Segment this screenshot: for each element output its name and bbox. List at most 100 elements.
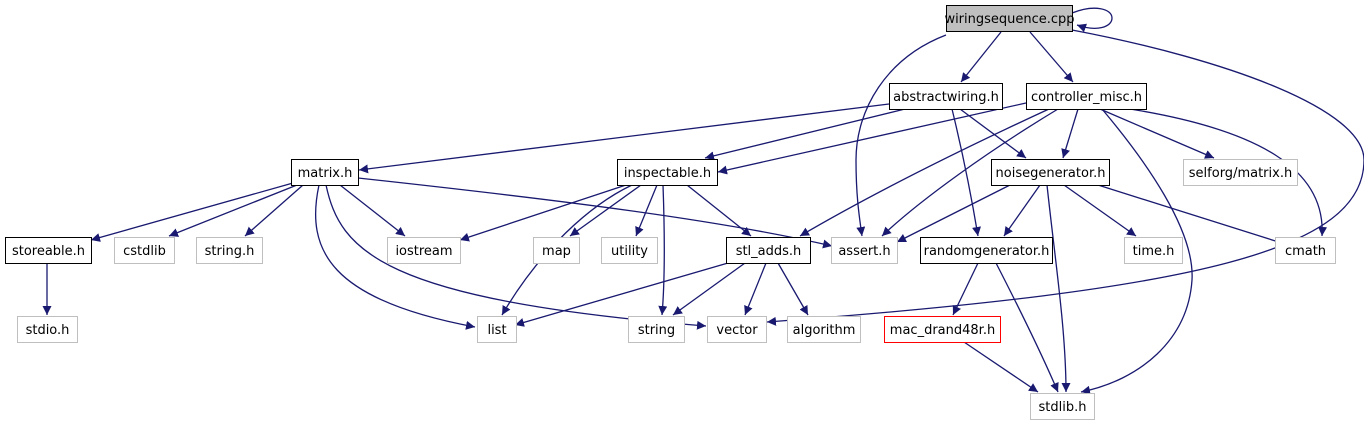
node-label: assert.h (838, 244, 890, 259)
edge-abstractwiring_h-to-noisegenerator_h (959, 108, 1027, 159)
node-cstdlib: cstdlib (114, 237, 175, 264)
node-label: map (542, 244, 571, 259)
edge-controller_misc_h-to-noisegenerator_h (1061, 108, 1079, 159)
node-cmath: cmath (1275, 237, 1336, 264)
node-label: string.h (205, 244, 255, 259)
edge-noisegenerator_h-to-stdlib_h (1046, 184, 1071, 393)
node-box (196, 237, 263, 264)
node-box (991, 159, 1110, 186)
node-string: string (628, 316, 685, 343)
node-label: stl_adds.h (736, 244, 802, 259)
edge-matrix_h-to-vector (325, 184, 707, 330)
node-map: map (533, 237, 580, 264)
node-label: stdio.h (26, 323, 70, 338)
edge-stl_adds_h-to-string (672, 262, 746, 316)
edge-matrix_h-to-assert_h (357, 177, 833, 249)
node-label: inspectable.h (624, 166, 711, 181)
node-box (5, 237, 92, 264)
node-mac-drand48r-h: mac_drand48r.h (884, 316, 1001, 343)
edge-stl_adds_h-to-algorithm (777, 262, 809, 316)
edge-matrix_h-to-cstdlib (168, 184, 298, 237)
node-label: storeable.h (12, 244, 85, 259)
node-label: randomgenerator.h (924, 244, 1050, 259)
node-box (1124, 237, 1183, 264)
node-label: cstdlib (123, 244, 166, 259)
edge-noisegenerator_h-to-cmath (1097, 184, 1286, 246)
node-box (946, 5, 1073, 32)
edge-inspectable_h-to-utility (635, 184, 658, 237)
edge-noisegenerator_h-to-time_h (1063, 184, 1137, 237)
node-vector: vector (707, 316, 767, 343)
node-label: vector (716, 323, 758, 338)
edge-wiringsequence_cpp-to-assert_h (855, 34, 947, 237)
edge-randomgenerator_h-to-stdlib_h (995, 262, 1059, 393)
edge-controller_misc_h-to-cmath (1129, 108, 1328, 237)
node-label: algorithm (793, 323, 856, 338)
node-label: controller_misc.h (1031, 90, 1142, 105)
edge-abstractwiring_h-to-matrix_h (358, 103, 890, 174)
edge-noisegenerator_h-to-assert_h (896, 184, 1011, 243)
edge-wiringsequence_cpp-to-abstractwiring_h (960, 31, 1002, 83)
node-abstractwiring-h[interactable]: abstractwiring.h (889, 83, 1003, 110)
node-label: matrix.h (298, 166, 353, 181)
edge-inspectable_h-to-map (569, 184, 642, 237)
node-box (884, 316, 1001, 343)
node-box (889, 83, 1003, 110)
node-layer: wiringsequence.cpp abstractwiring.h contro… (5, 5, 1336, 420)
node-box (387, 237, 461, 264)
node-label: cmath (1285, 244, 1326, 259)
node-box (291, 159, 359, 186)
node-label: list (487, 323, 506, 338)
node-label: time.h (1133, 244, 1175, 259)
node-matrix-h[interactable]: matrix.h (291, 159, 359, 186)
node-label: utility (611, 244, 648, 259)
node-box (726, 237, 811, 264)
edge-inspectable_h-to-string (658, 184, 668, 316)
node-stl-adds-h[interactable]: stl_adds.h (726, 237, 811, 264)
edge-abstractwiring_h-to-randomgenerator_h (951, 108, 981, 237)
node-box (920, 237, 1053, 264)
node-controller-misc-h[interactable]: controller_misc.h (1026, 83, 1147, 110)
node-box (628, 316, 685, 343)
node-label: string (638, 323, 675, 338)
edge-inspectable_h-to-stl_adds_h (686, 184, 752, 237)
node-stdlib-h: stdlib.h (1030, 393, 1095, 420)
node-box (1183, 159, 1298, 186)
node-label: noisegenerator.h (996, 166, 1106, 181)
node-time-h: time.h (1124, 237, 1183, 264)
edge-wiringsequence_cpp-to-wiringsequence_cpp (1071, 7, 1113, 33)
edge-controller_misc_h-to-stl_adds_h (799, 108, 1050, 237)
node-box (533, 237, 580, 264)
node-label: selforg/matrix.h (1189, 166, 1292, 181)
node-label: mac_drand48r.h (890, 323, 995, 338)
node-label: wiringsequence.cpp (944, 12, 1074, 27)
node-selforg-matrix-h: selforg/matrix.h (1183, 159, 1298, 186)
node-storeable-h[interactable]: storeable.h (5, 237, 92, 264)
edge-controller_misc_h-to-selforg_matrix_h (1099, 108, 1215, 159)
edge-matrix_h-to-storeable_h (90, 182, 294, 242)
node-noisegenerator-h[interactable]: noisegenerator.h (991, 159, 1110, 186)
edge-abstractwiring_h-to-inspectable_h (704, 108, 906, 161)
edge-mac_drand48r_h-to-stdlib_h (963, 341, 1039, 393)
node-box (787, 316, 861, 343)
node-inspectable-h[interactable]: inspectable.h (617, 159, 718, 186)
node-wiringsequence-cpp[interactable]: wiringsequence.cpp (944, 5, 1075, 32)
node-box (114, 237, 175, 264)
node-box (1026, 83, 1147, 110)
edge-wiringsequence_cpp-to-controller_misc_h (1029, 31, 1074, 83)
node-box (601, 237, 658, 264)
node-string-h: string.h (196, 237, 263, 264)
edge-inspectable_h-to-iostream (459, 184, 627, 242)
edge-layer (42, 7, 1364, 395)
node-box (1030, 393, 1095, 420)
node-stdio-h: stdio.h (17, 316, 78, 343)
edge-stl_adds_h-to-list (514, 262, 729, 327)
node-box (617, 159, 718, 186)
edge-matrix_h-to-list (315, 184, 476, 330)
node-box (831, 237, 898, 264)
node-label: stdlib.h (1039, 400, 1087, 415)
edge-matrix_h-to-string_h (244, 184, 304, 237)
node-algorithm: algorithm (787, 316, 861, 343)
node-randomgenerator-h[interactable]: randomgenerator.h (920, 237, 1053, 264)
